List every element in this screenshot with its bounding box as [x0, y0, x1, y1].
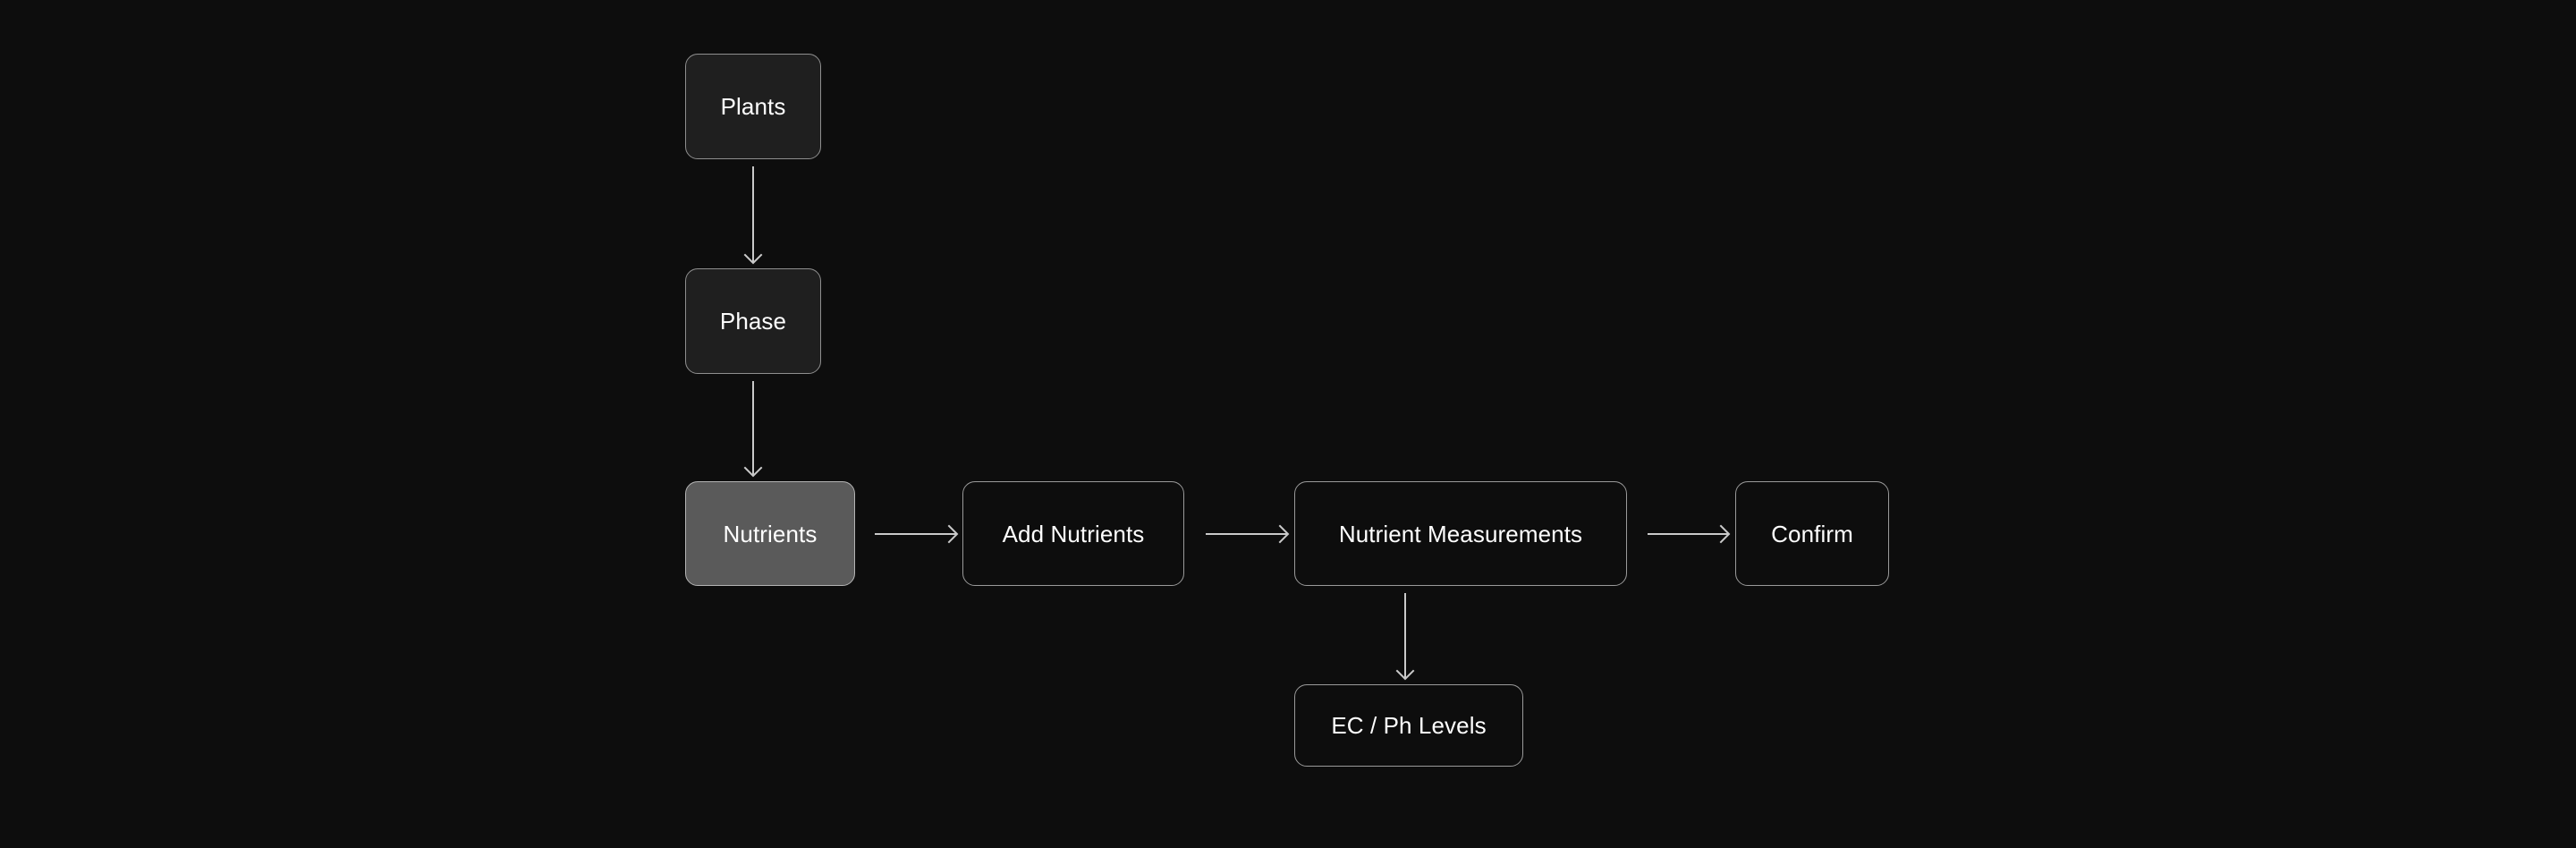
arrowhead-icon: [1395, 669, 1415, 681]
arrowhead-icon: [743, 253, 763, 265]
node-confirm[interactable]: Confirm: [1735, 481, 1889, 586]
node-phase[interactable]: Phase: [685, 268, 821, 374]
node-label: Nutrients: [723, 520, 818, 547]
node-ec-ph-levels[interactable]: EC / Ph Levels: [1294, 684, 1523, 767]
edge-nutrients-to-add-nutrients: [875, 524, 959, 544]
arrowhead-icon: [1278, 524, 1290, 544]
node-label: Nutrient Measurements: [1338, 520, 1583, 547]
edge-nutrient-measurements-to-confirm: [1648, 524, 1731, 544]
node-label: Add Nutrients: [1002, 520, 1145, 547]
edge-add-nutrients-to-nutrient-measurements: [1206, 524, 1290, 544]
node-label: Confirm: [1771, 520, 1853, 547]
edge-phase-to-nutrients: [743, 381, 763, 478]
node-nutrient-measurements[interactable]: Nutrient Measurements: [1294, 481, 1627, 586]
node-label: Phase: [719, 308, 787, 335]
edge-plants-to-phase: [743, 166, 763, 265]
edge-nutrient-measurements-to-ec-ph-levels: [1395, 593, 1415, 681]
node-plants[interactable]: Plants: [685, 54, 821, 159]
arrowhead-icon: [1719, 524, 1731, 544]
arrowhead-icon: [947, 524, 959, 544]
node-nutrients[interactable]: Nutrients: [685, 481, 855, 586]
arrowhead-icon: [743, 466, 763, 478]
node-label: EC / Ph Levels: [1331, 712, 1487, 739]
node-add-nutrients[interactable]: Add Nutrients: [962, 481, 1184, 586]
node-label: Plants: [720, 93, 786, 120]
